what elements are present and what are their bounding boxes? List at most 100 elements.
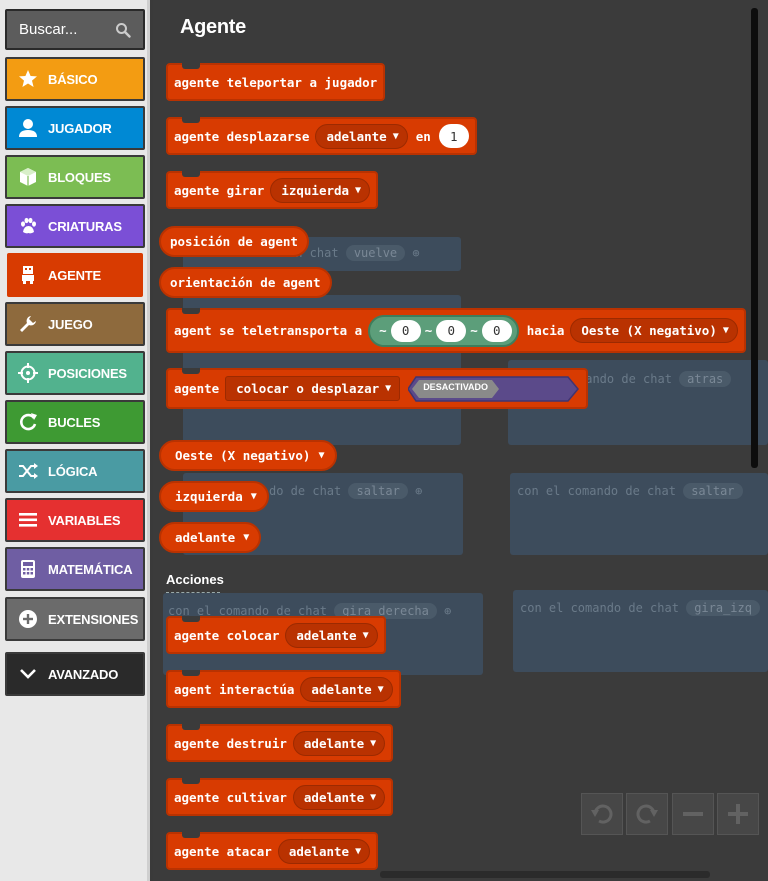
block-text: agente <box>174 381 220 396</box>
number-input[interactable]: 1 <box>438 124 469 148</box>
block-notch <box>182 368 200 374</box>
category-juego[interactable]: JUEGO <box>5 302 145 346</box>
shuffle-icon <box>16 459 40 483</box>
block-teleport-to-player[interactable]: agente teleportar a jugador <box>166 63 386 101</box>
chevron-down-icon <box>16 662 40 686</box>
workspace[interactable]: on chat vuelve ⊕ mando de chat atras do … <box>153 0 768 881</box>
toolbox: Buscar... BÁSICO JUGADOR BLOQUES CRIATUR… <box>0 0 150 881</box>
block-notch <box>182 616 200 622</box>
category-label: BÁSICO <box>48 71 98 87</box>
y-input[interactable]: 0 <box>436 319 467 342</box>
crosshair-icon <box>16 361 40 385</box>
section-label: Acciones <box>166 572 224 587</box>
direction-dropdown[interactable]: adelante▼ <box>315 123 408 149</box>
star-icon <box>16 67 40 91</box>
undo-icon[interactable] <box>581 793 623 835</box>
paw-icon <box>16 214 40 238</box>
category-label: LÓGICA <box>48 463 98 479</box>
block-place-move[interactable]: agente colocar o desplazar▼ DESACTIVADO <box>166 368 589 409</box>
block-text: agente teleportar a jugador <box>174 74 378 90</box>
person-icon <box>16 116 40 140</box>
caret-down-icon: ▼ <box>362 629 369 641</box>
block-notch <box>182 308 200 314</box>
tilde-label: ~ <box>424 323 433 338</box>
vertical-scrollbar[interactable] <box>751 8 758 468</box>
caret-down-icon: ▼ <box>392 130 399 142</box>
category-variables[interactable]: VARIABLES <box>5 498 145 542</box>
tilde-label: ~ <box>470 323 478 338</box>
block-text: en <box>415 128 431 144</box>
position-vector[interactable]: ~0 ~0 ~0 <box>368 314 519 347</box>
direction-dropdown[interactable]: adelante▼ <box>277 838 371 864</box>
category-logica[interactable]: LÓGICA <box>5 449 145 493</box>
block-text: agente destruir <box>174 735 287 751</box>
category-bloques[interactable]: BLOQUES <box>5 155 145 199</box>
block-orientation[interactable]: orientación de agent <box>159 267 332 298</box>
x-input[interactable]: 0 <box>390 319 421 342</box>
category-bucles[interactable]: BUCLES <box>5 400 145 444</box>
block-till[interactable]: agente cultivar adelante▼ <box>166 778 394 816</box>
block-interact[interactable]: agent interactúa adelante▼ <box>166 670 401 708</box>
category-label: BLOQUES <box>48 169 111 185</box>
mode-dropdown[interactable]: colocar o desplazar▼ <box>225 376 401 401</box>
category-avanzado[interactable]: AVANZADO <box>5 652 145 696</box>
block-text: Oeste (X negativo) <box>175 448 311 463</box>
category-label: VARIABLES <box>48 512 121 528</box>
block-move[interactable]: agente desplazarse adelante▼ en 1 <box>166 117 477 155</box>
category-label: AGENTE <box>48 267 101 283</box>
bg-chat-text: mando de chat atras <box>578 371 732 387</box>
block-attack[interactable]: agente atacar adelante▼ <box>166 832 379 870</box>
block-text: orientación de agent <box>170 275 321 290</box>
category-label: EXTENSIONES <box>48 611 139 627</box>
category-posiciones[interactable]: POSICIONES <box>5 351 145 395</box>
block-text: izquierda <box>175 489 243 504</box>
calculator-icon <box>16 557 40 581</box>
facing-dropdown[interactable]: Oeste (X negativo)▼ <box>570 318 738 343</box>
bg-chat-text: do de chat saltar ⊕ <box>269 483 423 499</box>
caret-down-icon: ▼ <box>385 383 392 394</box>
search-input[interactable]: Buscar... <box>5 9 145 50</box>
direction-dropdown[interactable]: adelante▼ <box>285 622 378 648</box>
redo-icon[interactable] <box>626 793 668 835</box>
caret-down-icon: ▼ <box>250 491 257 502</box>
zoom-out-icon[interactable] <box>672 793 714 835</box>
list-icon <box>16 508 40 532</box>
block-place[interactable]: agente colocar adelante▼ <box>166 616 386 654</box>
block-text: agent interactúa <box>174 681 295 697</box>
category-label: POSICIONES <box>48 365 127 381</box>
block-forward[interactable]: adelante▼ <box>159 522 262 553</box>
category-label: JUEGO <box>48 316 93 332</box>
category-label: BUCLES <box>48 414 101 430</box>
z-input[interactable]: 0 <box>481 319 512 342</box>
category-matematica[interactable]: MATEMÁTICA <box>5 547 145 591</box>
category-criaturas[interactable]: CRIATURAS <box>5 204 145 248</box>
caret-down-icon: ▼ <box>370 791 377 803</box>
direction-dropdown[interactable]: adelante▼ <box>292 784 386 810</box>
block-text: agente desplazarse <box>174 128 310 144</box>
direction-dropdown[interactable]: adelante▼ <box>292 730 386 756</box>
off-toggle[interactable]: DESACTIVADO <box>408 375 580 402</box>
block-teleport[interactable]: agent se teletransporta a ~0 ~0 ~0 hacia… <box>166 308 746 353</box>
block-left[interactable]: izquierda ▼ <box>159 481 269 512</box>
category-jugador[interactable]: JUGADOR <box>5 106 145 150</box>
block-notch <box>182 778 200 784</box>
block-west[interactable]: Oeste (X negativo)▼ <box>159 440 337 471</box>
zoom-in-icon[interactable] <box>717 793 759 835</box>
category-agente[interactable]: AGENTE <box>7 253 143 297</box>
category-basico[interactable]: BÁSICO <box>5 57 145 101</box>
block-turn[interactable]: agente girar izquierda▼ <box>166 171 379 209</box>
caret-down-icon: ▼ <box>355 184 362 196</box>
block-destroy[interactable]: agente destruir adelante▼ <box>166 724 394 762</box>
caret-down-icon: ▼ <box>377 683 384 695</box>
block-notch <box>182 171 200 177</box>
block-text: agente atacar <box>174 843 272 859</box>
bg-chat-text: con el comando de chat gira_derecha ⊕ <box>168 603 452 619</box>
block-position[interactable]: posición de agent <box>159 226 309 257</box>
tilde-label: ~ <box>379 323 387 338</box>
category-extensiones[interactable]: EXTENSIONES <box>5 597 145 641</box>
bg-chat-text: con el comando de chat saltar <box>517 483 743 499</box>
direction-dropdown[interactable]: adelante▼ <box>300 676 393 702</box>
search-icon[interactable] <box>115 22 131 38</box>
horizontal-scrollbar[interactable] <box>380 871 710 878</box>
direction-dropdown[interactable]: izquierda▼ <box>270 177 371 203</box>
